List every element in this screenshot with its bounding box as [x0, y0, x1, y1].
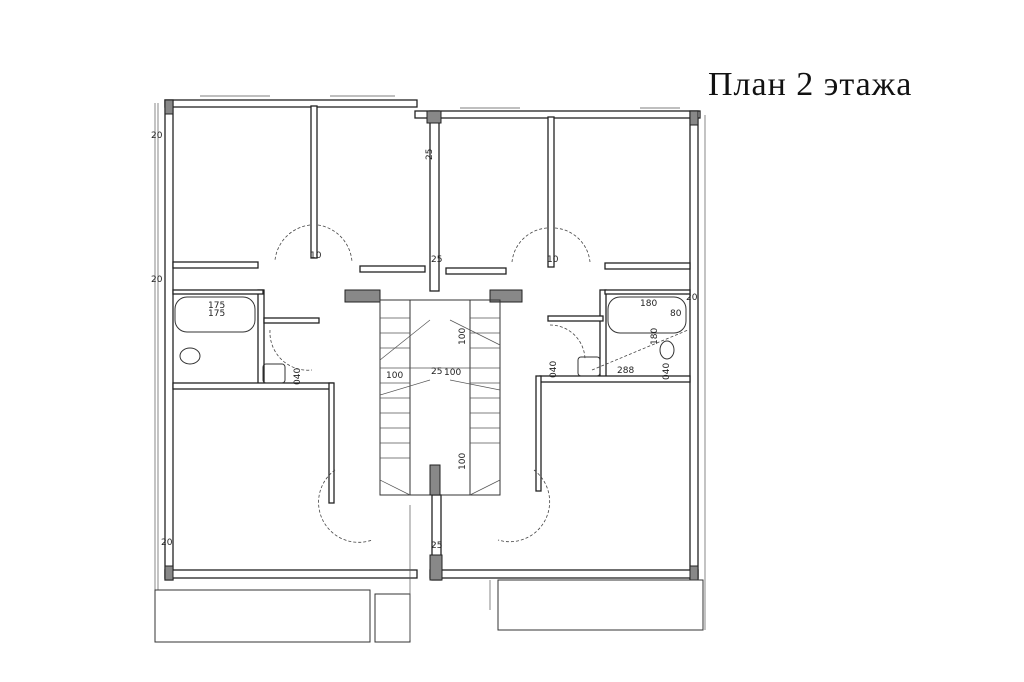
- partitions: [172, 105, 691, 504]
- dim-label: 10: [547, 255, 559, 265]
- dim-label: 180: [640, 299, 657, 309]
- dim-label: 25: [431, 367, 442, 377]
- dim-label: 100: [458, 328, 468, 345]
- dim-label: 175: [208, 301, 225, 311]
- dim-label: 20: [151, 275, 163, 285]
- dim-label: 040: [293, 368, 303, 385]
- fixtures: [174, 296, 689, 384]
- dim-label: 288: [617, 366, 634, 376]
- dim-label: 20: [161, 538, 173, 548]
- dim-label: 25: [425, 149, 435, 160]
- staircase: [379, 299, 501, 496]
- bathtub-left: [174, 296, 256, 333]
- dim-label: 25: [431, 541, 442, 551]
- plan-title: План 2 этажа: [708, 66, 913, 103]
- sink-left: [262, 363, 286, 384]
- toilet-left: [179, 347, 201, 365]
- dim-label: 040: [549, 361, 559, 378]
- bathtub-right: [607, 296, 687, 334]
- dim-label: 80: [670, 309, 682, 319]
- toilet-right: [659, 340, 675, 360]
- dim-label: 040: [662, 363, 672, 380]
- dim-label: 100: [458, 453, 468, 470]
- dim-label: 100: [386, 371, 403, 381]
- balcony: [154, 505, 704, 643]
- sink-right: [577, 356, 601, 377]
- dim-label: 20: [686, 293, 698, 303]
- door-swings: [269, 224, 591, 543]
- dim-label: 20: [151, 131, 163, 141]
- dim-label: 10: [310, 251, 322, 261]
- dimension-labels: 175 175 180 80 180 288 100 100 100 100 2…: [151, 131, 698, 551]
- dim-label: 100: [444, 368, 461, 378]
- dim-label: 25: [431, 255, 442, 265]
- central-wall: [426, 110, 443, 581]
- dim-label: 175: [208, 309, 225, 319]
- dim-label: 180: [650, 328, 660, 345]
- outer-walls: [154, 95, 706, 640]
